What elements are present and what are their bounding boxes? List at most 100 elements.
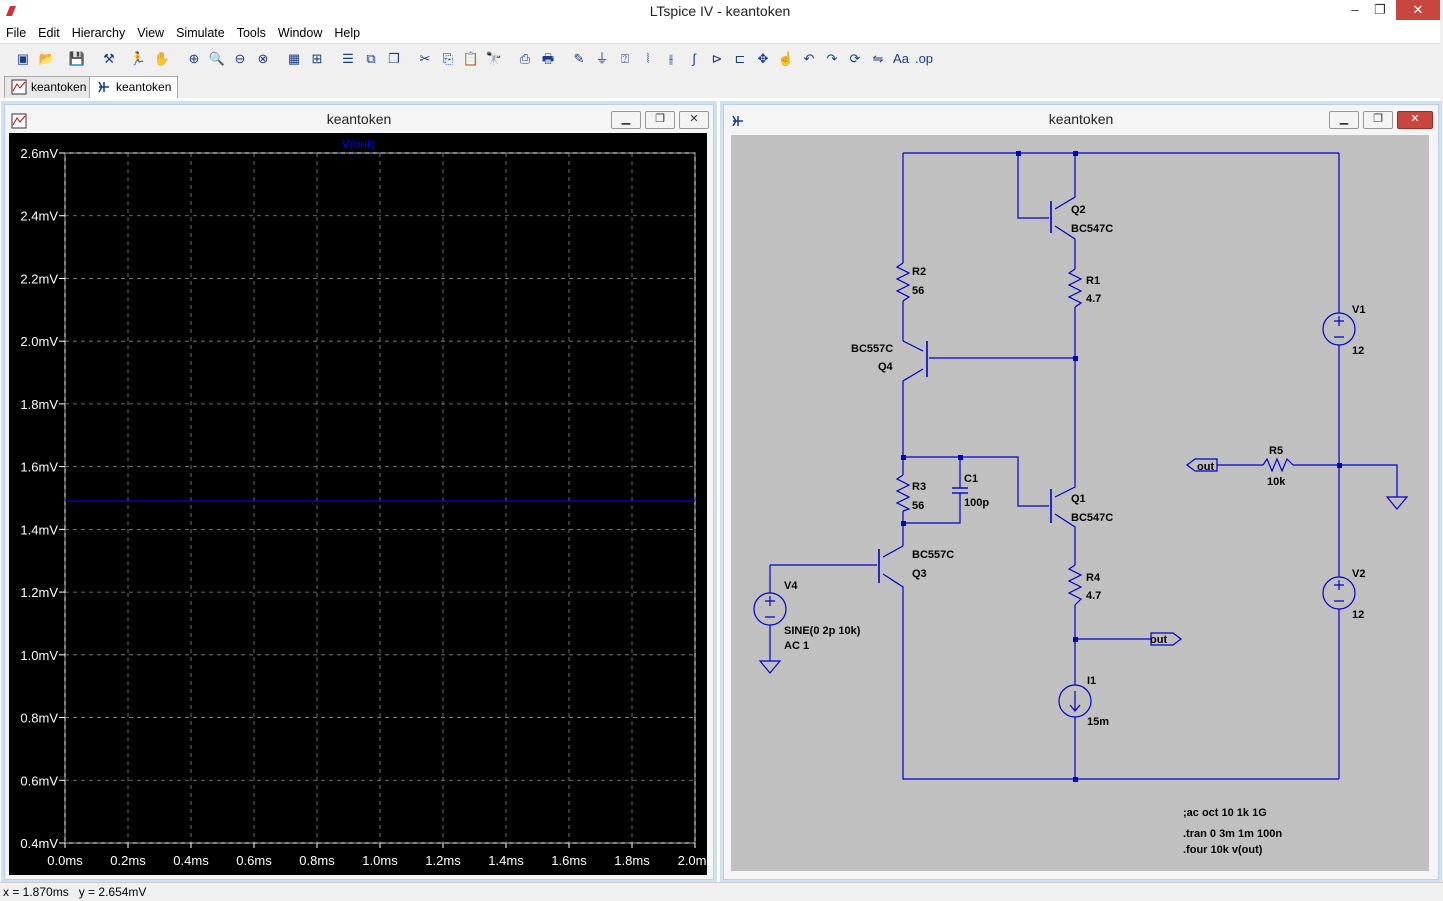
drag-icon[interactable]: ☝	[777, 51, 795, 66]
source-symbols	[753, 312, 1409, 718]
r5-value: 10k	[1267, 476, 1286, 488]
y-tick-label: 1.0mV	[20, 648, 58, 663]
plot-minimize-button[interactable]: ▁	[611, 111, 641, 129]
y-tick-label: 2.6mV	[20, 146, 58, 161]
r1-name: R1	[1086, 275, 1100, 287]
trace-label-vout[interactable]: V(out)	[342, 137, 375, 151]
rotate-icon[interactable]: ⟳	[849, 51, 861, 66]
component-icon[interactable]: ⊏	[734, 51, 746, 66]
title-bar: LTspice IV - keantoken – ❐ ✕	[0, 0, 1440, 23]
junction-dots	[901, 151, 1342, 782]
print-setup-icon[interactable]: ⎙	[519, 51, 531, 66]
new-schematic-icon[interactable]: ▣	[16, 51, 30, 66]
zoom-fit-icon[interactable]: ⊗	[257, 51, 269, 66]
zoom-area-icon[interactable]: 🔍	[208, 51, 226, 66]
inductor-icon[interactable]: ∫	[692, 51, 696, 66]
label-net-icon[interactable]: ⍰	[621, 51, 629, 66]
x-tick-label: 1.8ms	[614, 853, 650, 868]
redo-icon[interactable]: ↷	[826, 51, 838, 66]
v4-value: SINE(0 2p 10k)	[784, 625, 861, 637]
save-icon[interactable]: 💾	[68, 51, 86, 66]
menu-tools[interactable]: Tools	[236, 26, 266, 40]
plot-restore-button[interactable]: ❐	[645, 111, 675, 129]
menu-hierarchy[interactable]: Hierarchy	[71, 26, 126, 40]
plot-background	[9, 133, 707, 875]
menu-view[interactable]: View	[137, 26, 165, 40]
draw-wire-icon[interactable]: ✎	[573, 51, 585, 66]
schem-minimize-button[interactable]: ▁	[1329, 111, 1359, 129]
autorange-icon[interactable]: ▦	[287, 51, 301, 66]
menu-simulate[interactable]: Simulate	[176, 26, 225, 40]
restore-button[interactable]: ❐	[1374, 2, 1386, 17]
tab-label: keantoken	[31, 80, 87, 94]
mark-icon[interactable]: ⊞	[311, 51, 323, 66]
net-label-out-2: out	[1197, 461, 1214, 473]
diode-icon[interactable]: ⊳	[711, 51, 723, 66]
tab-schematic[interactable]: keantoken	[89, 76, 179, 98]
cascade-icon[interactable]: ❐	[388, 51, 400, 66]
q2-model: BC547C	[1071, 223, 1113, 235]
x-tick-label: 0.4ms	[173, 853, 209, 868]
ground-symbol-rail	[1385, 496, 1409, 510]
y-tick-label: 0.4mV	[20, 836, 58, 851]
resistor-icon[interactable]: ⦚	[646, 51, 650, 66]
text-icon[interactable]: Aa	[893, 51, 909, 66]
ground-symbol-v4	[758, 660, 782, 674]
plot-close-button[interactable]: ✕	[679, 111, 709, 129]
print-icon[interactable]: 🖶	[541, 51, 555, 66]
app-title: LTspice IV - keantoken	[649, 3, 791, 19]
schem-restore-button[interactable]: ❐	[1363, 111, 1393, 129]
cursor-y-readout: y = 2.654mV	[78, 885, 147, 899]
paste-icon[interactable]: 📋	[462, 51, 480, 66]
menu-window[interactable]: Window	[277, 26, 323, 40]
tile-horizontal-icon[interactable]: ☰	[342, 51, 354, 66]
zoom-in-icon[interactable]: ⊕	[188, 51, 200, 66]
menu-file[interactable]: File	[6, 26, 27, 40]
zoom-out-icon[interactable]: ⊖	[234, 51, 246, 66]
q4-name: Q4	[878, 361, 894, 373]
schem-close-button[interactable]: ✕	[1397, 111, 1433, 129]
menu-bar: File Edit Hierarchy View Simulate Tools Window…	[0, 23, 1440, 43]
control-panel-icon[interactable]: ⚒	[103, 51, 115, 66]
spice-directive-icon[interactable]: .op	[914, 51, 934, 66]
net-label-out-shape	[1150, 632, 1182, 646]
x-tick-label: 1.2ms	[425, 853, 461, 868]
r5-name: R5	[1269, 445, 1283, 457]
move-icon[interactable]: ✥	[757, 51, 769, 66]
halt-icon[interactable]: ✋	[153, 51, 171, 66]
minimize-button[interactable]: –	[1351, 2, 1359, 17]
schematic-window-title: keantoken	[1048, 111, 1114, 127]
y-tick-label: 2.4mV	[20, 209, 58, 224]
schematic-icon	[732, 115, 743, 127]
v1-symbol	[1322, 312, 1356, 346]
schematic-canvas[interactable]: Q2 BC547C R1 4.7 R2 56 BC557C Q4 R3 56 C…	[731, 135, 1429, 871]
r4-name: R4	[1086, 572, 1101, 584]
v4-name: V4	[784, 580, 798, 592]
capacitor-icon[interactable]: ⫲	[668, 51, 674, 66]
i1-name: I1	[1087, 675, 1096, 687]
close-button[interactable]: ✕	[1396, 0, 1440, 20]
cursor-x-readout: x = 1.870ms	[3, 885, 69, 899]
r5-symbol	[1262, 457, 1294, 473]
cut-icon[interactable]: ✂	[419, 51, 431, 66]
menu-help[interactable]: Help	[334, 26, 361, 40]
x-tick-label: 1.4ms	[488, 853, 524, 868]
run-icon[interactable]: 🏃	[129, 51, 147, 66]
tab-waveform[interactable]: keantoken	[4, 76, 94, 98]
menu-edit[interactable]: Edit	[38, 26, 60, 40]
tile-vertical-icon[interactable]: ⧉	[366, 51, 376, 66]
r1-symbol	[1067, 268, 1083, 308]
x-tick-label: 2.0ms	[678, 853, 714, 868]
waveform-icon	[11, 79, 27, 95]
waveform-plot[interactable]: 0.4mV0.6mV0.8mV1.0mV1.2mV1.4mV1.6mV1.8mV…	[9, 133, 713, 875]
y-tick-label: 2.2mV	[20, 271, 58, 286]
r1-value: 4.7	[1086, 293, 1101, 305]
copy-icon[interactable]: ⎘	[442, 51, 454, 66]
find-icon[interactable]: 🔭	[485, 51, 503, 66]
ground-icon[interactable]: ⏚	[595, 51, 609, 66]
undo-icon[interactable]: ↶	[803, 51, 815, 66]
open-icon[interactable]: 📂	[38, 51, 56, 66]
r3-symbol	[895, 474, 911, 512]
mirror-icon[interactable]: ⇋	[872, 51, 884, 66]
